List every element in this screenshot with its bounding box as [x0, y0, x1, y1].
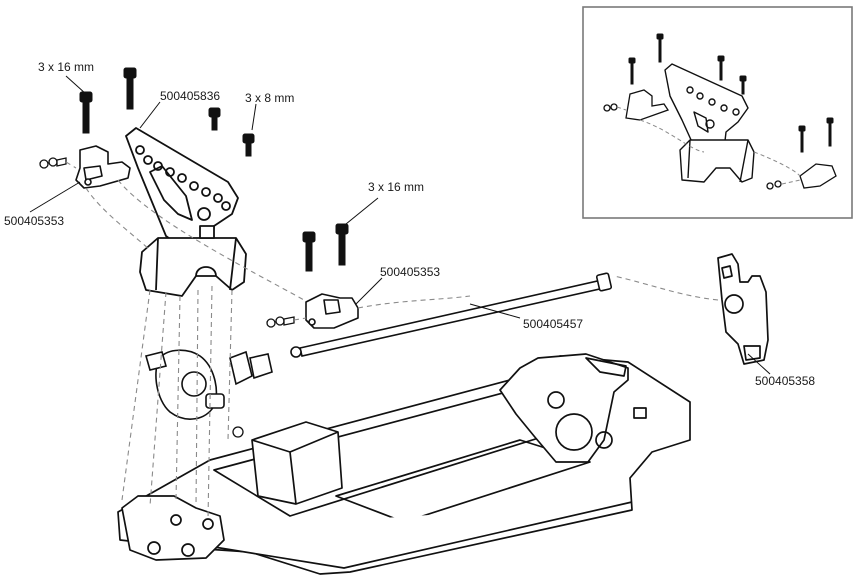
inset-screw-icon	[628, 33, 834, 153]
assembly-guides	[65, 161, 719, 521]
part-number-driveshaft: 500405457	[523, 317, 584, 331]
part-number-mount-right: 500405353	[380, 265, 441, 279]
driveshaft-icon	[290, 272, 613, 358]
screw-size-label-mid: 3 x 8 mm	[245, 91, 295, 105]
part-number-mount-left: 500405353	[4, 214, 65, 228]
small-pin-icon	[39, 157, 295, 438]
inset-shock-mount-icon	[603, 89, 837, 190]
part-number-gear-bracket: 500405358	[755, 374, 816, 388]
part-number-shock-tower: 500405836	[160, 89, 221, 103]
shock-mount-icon	[75, 145, 359, 329]
shock-tower-icon	[125, 127, 247, 297]
screw-size-label-left: 3 x 16 mm	[38, 60, 95, 74]
assembled-inset	[582, 6, 853, 219]
screw-size-label-right: 3 x 16 mm	[368, 180, 425, 194]
differential-icon	[145, 349, 273, 420]
chassis-icon	[117, 353, 691, 575]
inset-guides	[616, 106, 801, 185]
callout-leaders	[29, 75, 771, 375]
screw-icon	[79, 67, 349, 272]
gear-bracket-icon	[717, 253, 769, 365]
